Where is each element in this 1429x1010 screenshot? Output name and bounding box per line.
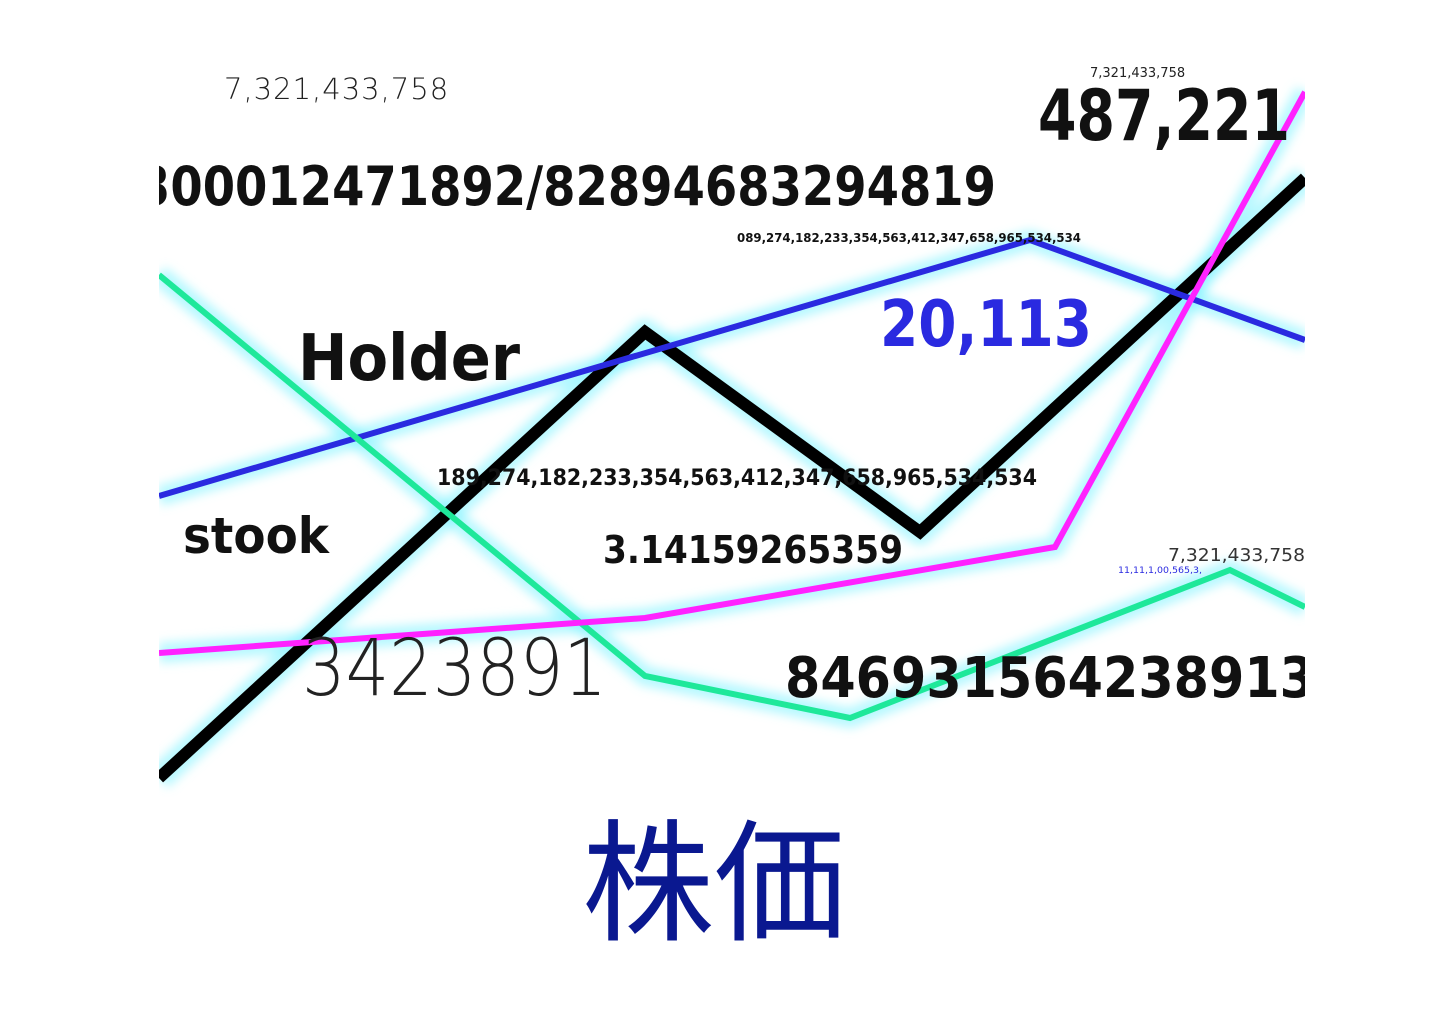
line-layer	[159, 90, 1305, 783]
blue-number: 20,113	[880, 288, 1092, 362]
right-mid-number: 7,321,433,758	[1168, 545, 1305, 566]
holder-label: Holder	[298, 322, 520, 396]
fraction-text: 300012471892/82894683294819	[138, 155, 996, 218]
bottom-right-big-number: 846931564238913	[785, 646, 1315, 711]
tiny-blue-number: 11,11,1,00,565,3,	[1118, 566, 1202, 576]
series-line-2	[159, 272, 1305, 722]
long-number-small: 089,274,182,233,354,563,412,347,658,965,…	[737, 231, 1081, 245]
stook-label: stook	[183, 507, 331, 565]
thin-big-number: 3423891	[302, 624, 607, 714]
series-line-1	[159, 236, 1305, 499]
top-right-small-number: 7,321,433,758	[1090, 66, 1185, 81]
series-line-0	[159, 173, 1305, 783]
long-number-mid: 189,274,182,233,354,563,412,347,658,965,…	[437, 466, 1037, 491]
series-line-3	[159, 90, 1305, 656]
top-right-big-number: 487,221	[1038, 75, 1290, 157]
pi-number: 3.14159265359	[603, 528, 903, 572]
top-left-number: 7,321,433,758	[224, 72, 449, 106]
kanji-title: 株価	[582, 808, 846, 962]
